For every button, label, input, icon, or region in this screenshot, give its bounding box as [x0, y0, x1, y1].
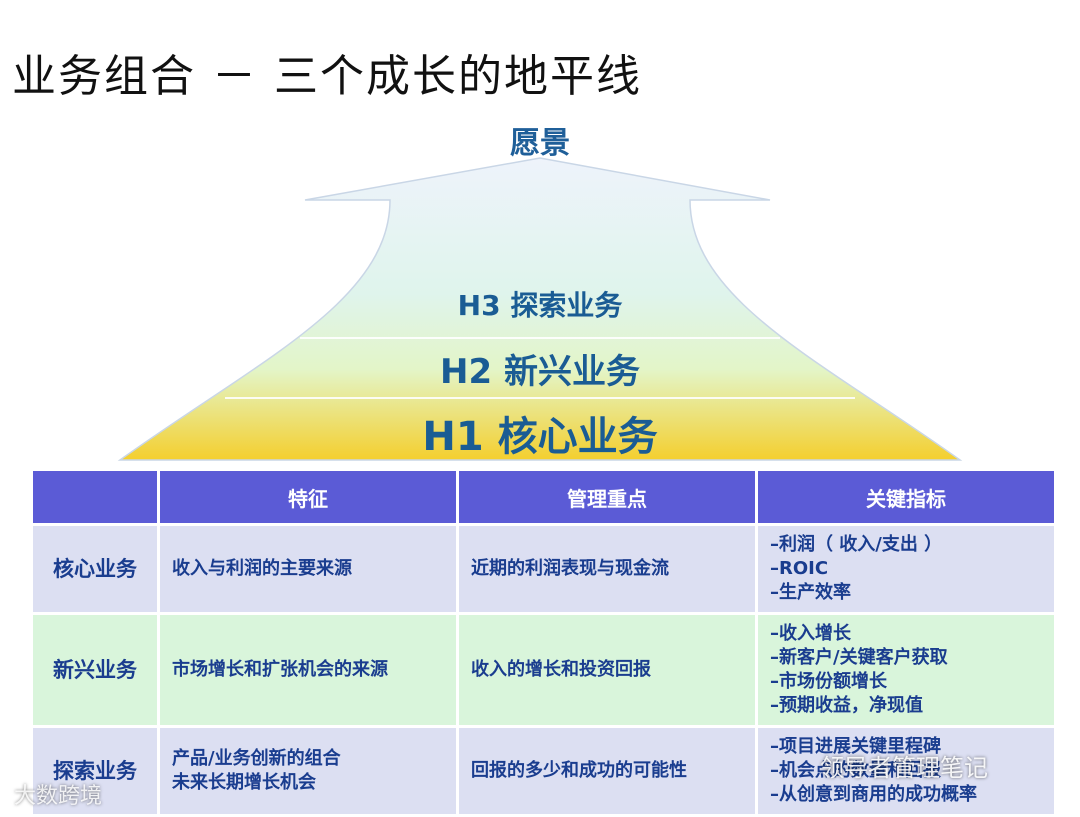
- row-focus: 收入的增长和投资回报: [459, 615, 755, 725]
- row-name: 探索业务: [33, 728, 157, 814]
- table-row: 核心业务 收入与利润的主要来源 近期的利润表现与现金流 –利润（ 收入/支出 ）…: [33, 526, 1054, 612]
- row-feature: 产品/业务创新的组合 未来长期增长机会: [160, 728, 456, 814]
- metric-item: –从创意到商用的成功概率: [770, 784, 977, 805]
- header-corner: [33, 471, 157, 523]
- metric-item: –机会点的数量和回报: [770, 760, 941, 781]
- page-title: 业务组合 － 三个成长的地平线: [12, 51, 642, 102]
- metric-item: –生产效率: [770, 582, 851, 603]
- horizon-h2-label: H2 新兴业务: [440, 352, 640, 392]
- row-metrics: –利润（ 收入/支出 ） –ROIC –生产效率: [758, 526, 1054, 612]
- row-feature: 市场增长和扩张机会的来源: [160, 615, 456, 725]
- row-focus: 近期的利润表现与现金流: [459, 526, 755, 612]
- table-row: 新兴业务 市场增长和扩张机会的来源 收入的增长和投资回报 –收入增长 –新客户/…: [33, 615, 1054, 725]
- metric-item: –项目进展关键里程碑: [770, 736, 941, 757]
- growth-arrow-shape: [117, 157, 963, 461]
- row-name: 新兴业务: [33, 615, 157, 725]
- header-feature: 特征: [160, 471, 456, 523]
- metric-item: –ROIC: [770, 558, 829, 579]
- metric-item: –预期收益，净现值: [770, 695, 923, 716]
- horizon-h1-label: H1 核心业务: [422, 414, 658, 460]
- row-focus: 回报的多少和成功的可能性: [459, 728, 755, 814]
- table-header-row: 特征 管理重点 关键指标: [33, 471, 1054, 523]
- row-metrics: –收入增长 –新客户/关键客户获取 –市场份额增长 –预期收益，净现值: [758, 615, 1054, 725]
- table-row: 探索业务 产品/业务创新的组合 未来长期增长机会 回报的多少和成功的可能性 –项…: [33, 728, 1054, 814]
- metric-item: –新客户/关键客户获取: [770, 647, 948, 668]
- header-focus: 管理重点: [459, 471, 755, 523]
- watermark-right: 领导者管理笔记: [820, 754, 988, 782]
- horizon-h3-label: H3 探索业务: [457, 289, 623, 322]
- row-name: 核心业务: [33, 526, 157, 612]
- vision-label: 愿景: [510, 126, 570, 161]
- metric-item: –市场份额增长: [770, 671, 887, 692]
- row-metrics: –项目进展关键里程碑 –机会点的数量和回报 –从创意到商用的成功概率: [758, 728, 1054, 814]
- metric-item: –利润（ 收入/支出 ）: [770, 534, 943, 555]
- metric-item: –收入增长: [770, 623, 851, 644]
- business-portfolio-table: 特征 管理重点 关键指标 核心业务 收入与利润的主要来源 近期的利润表现与现金流…: [30, 468, 1057, 817]
- row-feature: 收入与利润的主要来源: [160, 526, 456, 612]
- horizon-arrow-diagram: [117, 157, 963, 461]
- header-metrics: 关键指标: [758, 471, 1054, 523]
- watermark-left: 大数跨境: [14, 784, 103, 809]
